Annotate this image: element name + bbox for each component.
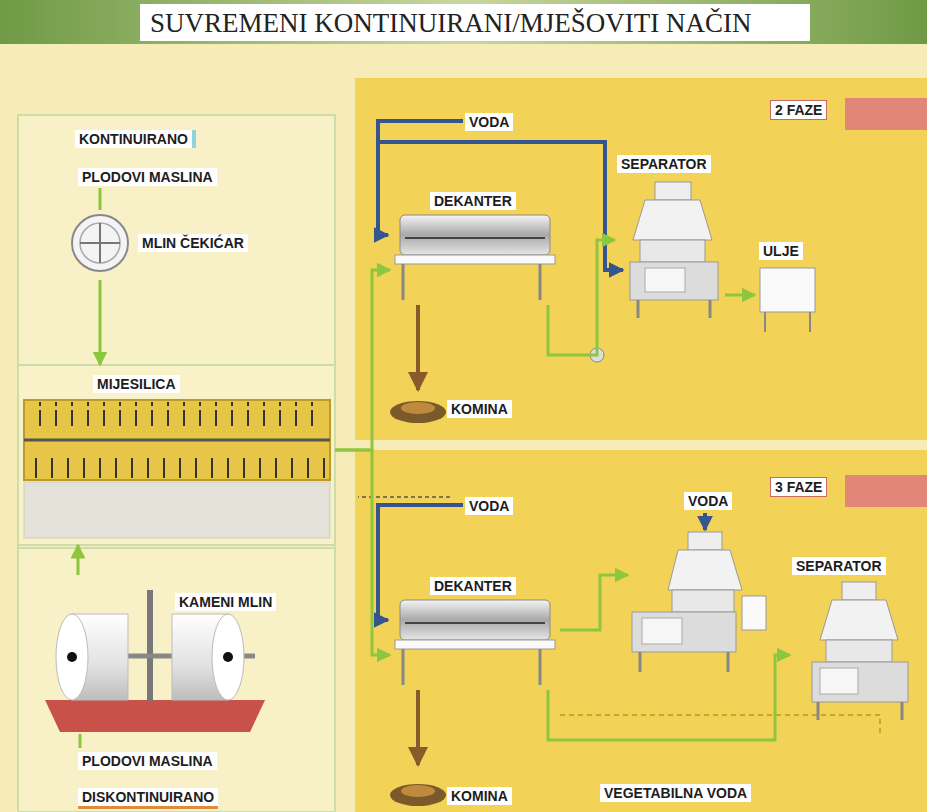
node-label: ULJE — [759, 242, 803, 260]
flow-connector — [335, 450, 390, 655]
stone-mill: KAMENI MLIN — [50, 575, 320, 725]
flow-connector — [335, 270, 390, 450]
node-label: SEPARATOR — [617, 155, 711, 173]
decanter: DEKANTER — [390, 190, 560, 305]
pomace-pile: KOMINA — [385, 390, 516, 426]
diagram-title: SUVREMENI KONTINUIRANI/MJEŠOVITI NAČIN — [150, 7, 751, 39]
pomace-pile: KOMINA — [385, 765, 516, 807]
input-label: PLODOVI MASLINA — [78, 168, 217, 186]
flow-connector — [77, 545, 80, 575]
water-label-holder: VODA — [684, 492, 732, 510]
node-label: DISKONTINUIRANO — [78, 788, 218, 809]
node-label: KONTINUIRANO — [75, 130, 196, 148]
node-label: MIJESILICA — [93, 375, 180, 393]
flow-connector — [416, 690, 420, 765]
water-label: VODA — [465, 497, 513, 515]
output-label-holder: VEGETABILNA VODA — [600, 784, 751, 802]
flow-connector — [416, 305, 420, 390]
flow-connector — [99, 280, 102, 365]
decanter: DEKANTER — [390, 575, 560, 690]
water-label: VODA — [684, 492, 732, 510]
method-section: KONTINUIRANO MLIN ČEKIĆAR — [18, 125, 335, 365]
flow-connector — [548, 655, 790, 740]
node-label: SEPARATOR — [792, 557, 886, 575]
input-label: PLODOVI MASLINA — [78, 752, 217, 770]
output-label: VEGETABILNA VODA — [600, 784, 751, 802]
node-label: 3 FAZE — [770, 477, 827, 497]
hammer-mill: MLIN ČEKIĆAR — [68, 210, 308, 280]
water-label-holder: VODA — [465, 113, 513, 131]
input-label-holder: PLODOVI MASLINA — [78, 752, 217, 770]
flow-connector — [548, 240, 615, 355]
water-label: VODA — [465, 113, 513, 131]
separator: SEPARATOR — [790, 555, 920, 725]
node-label: MLIN ČEKIĆAR — [138, 234, 248, 252]
phase-panel: 2 FAZE DEKANTER SEPARATOR ULJE KOMINA — [355, 78, 927, 440]
phase-panel: 3 FAZE DEKANTER SEPARATOR KOMINA — [355, 450, 927, 812]
input-label-holder: PLODOVI MASLINA — [78, 168, 217, 186]
flow-connector — [725, 294, 755, 297]
title-holder: SUVREMENI KONTINUIRANI/MJEŠOVITI NAČIN — [150, 7, 751, 39]
mixer-section: MIJESILICA — [18, 365, 335, 545]
water-label-holder: VODA — [465, 497, 513, 515]
node-label: KAMENI MLIN — [175, 593, 276, 611]
node-label: KOMINA — [447, 400, 512, 418]
node-label: DEKANTER — [430, 192, 516, 210]
node-label: 2 FAZE — [770, 100, 827, 120]
separator: SEPARATOR — [615, 155, 725, 320]
node-label: KOMINA — [447, 787, 512, 805]
node-label: DEKANTER — [430, 577, 516, 595]
method-section: DISKONTINUIRANO KAMENI MLIN — [18, 548, 335, 812]
oil-tank: ULJE — [755, 240, 830, 335]
